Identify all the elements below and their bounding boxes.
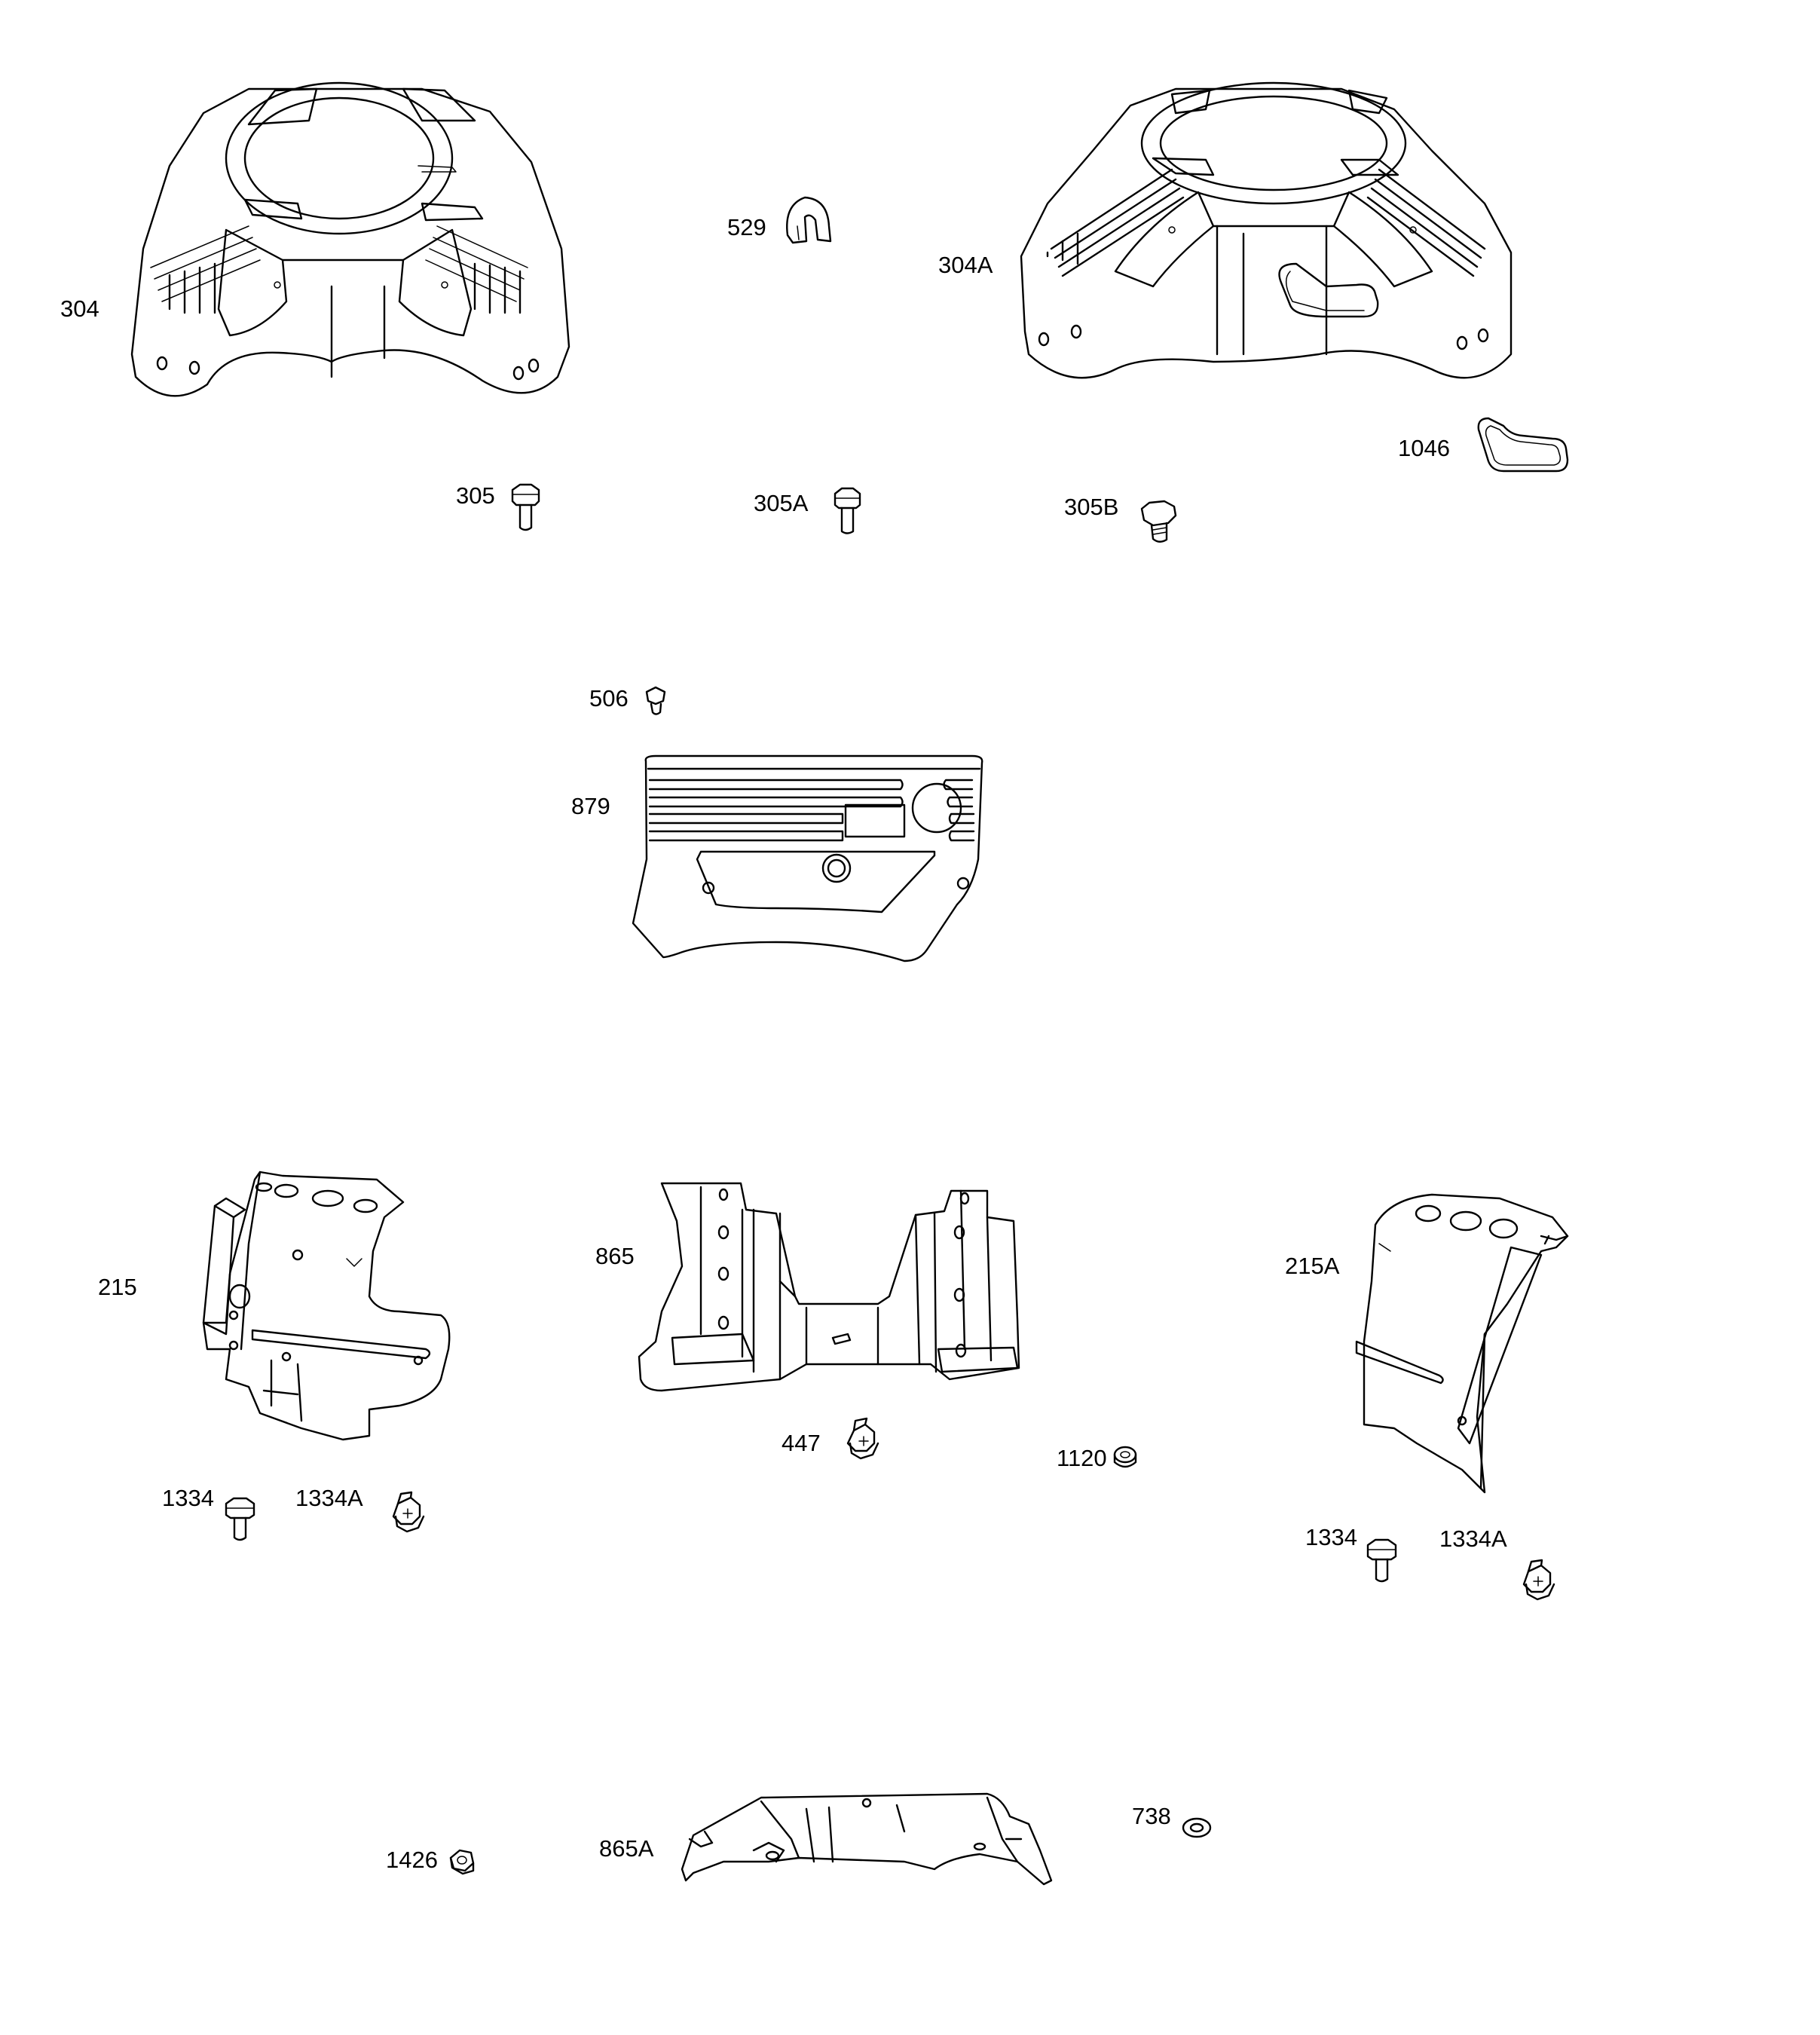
part-305-screw[interactable] — [511, 483, 540, 531]
part-447-screw[interactable] — [846, 1417, 879, 1460]
label-1334-left: 1334 — [162, 1485, 214, 1511]
label-215A: 215A — [1285, 1253, 1340, 1279]
part-1120-nut[interactable] — [1113, 1446, 1137, 1468]
part-1334A-screw-left[interactable] — [392, 1491, 425, 1533]
part-305A-screw[interactable] — [834, 487, 861, 534]
label-879: 879 — [571, 793, 610, 819]
part-1046-gasket[interactable] — [1477, 417, 1569, 473]
part-506-screw[interactable] — [645, 686, 666, 715]
label-1426: 1426 — [386, 1847, 438, 1873]
part-215A-baffle[interactable] — [1355, 1193, 1569, 1494]
part-1334-screw-right[interactable] — [1366, 1538, 1397, 1583]
label-738: 738 — [1132, 1803, 1171, 1829]
label-1120: 1120 — [1057, 1445, 1107, 1471]
part-215-baffle[interactable] — [202, 1171, 451, 1441]
label-1334A-right: 1334A — [1439, 1525, 1507, 1552]
label-529: 529 — [727, 214, 766, 240]
label-305: 305 — [456, 482, 495, 509]
label-865: 865 — [595, 1243, 635, 1269]
label-215: 215 — [98, 1274, 137, 1300]
part-304-blower-housing[interactable] — [130, 81, 570, 397]
part-865-shield[interactable] — [638, 1182, 1020, 1392]
part-305B-screw[interactable] — [1140, 500, 1177, 543]
part-865A-shield[interactable] — [681, 1792, 1053, 1886]
part-529-grommet[interactable] — [786, 196, 832, 244]
label-305A: 305A — [754, 490, 809, 516]
part-1426-nut[interactable] — [449, 1849, 475, 1875]
part-304A-blower-housing[interactable] — [1020, 81, 1513, 379]
label-304A: 304A — [938, 252, 993, 278]
part-738-washer[interactable] — [1182, 1817, 1212, 1838]
part-879-shield[interactable] — [632, 754, 983, 962]
label-1334-right: 1334 — [1305, 1524, 1357, 1550]
label-1334A-left: 1334A — [295, 1485, 363, 1511]
part-1334-screw-left[interactable] — [225, 1497, 255, 1541]
label-305B: 305B — [1064, 494, 1118, 520]
part-1334A-screw-right[interactable] — [1522, 1559, 1555, 1601]
label-304: 304 — [60, 295, 99, 322]
label-447: 447 — [782, 1430, 821, 1456]
label-865A: 865A — [599, 1835, 654, 1862]
label-1046: 1046 — [1398, 435, 1450, 461]
label-506: 506 — [589, 685, 629, 711]
